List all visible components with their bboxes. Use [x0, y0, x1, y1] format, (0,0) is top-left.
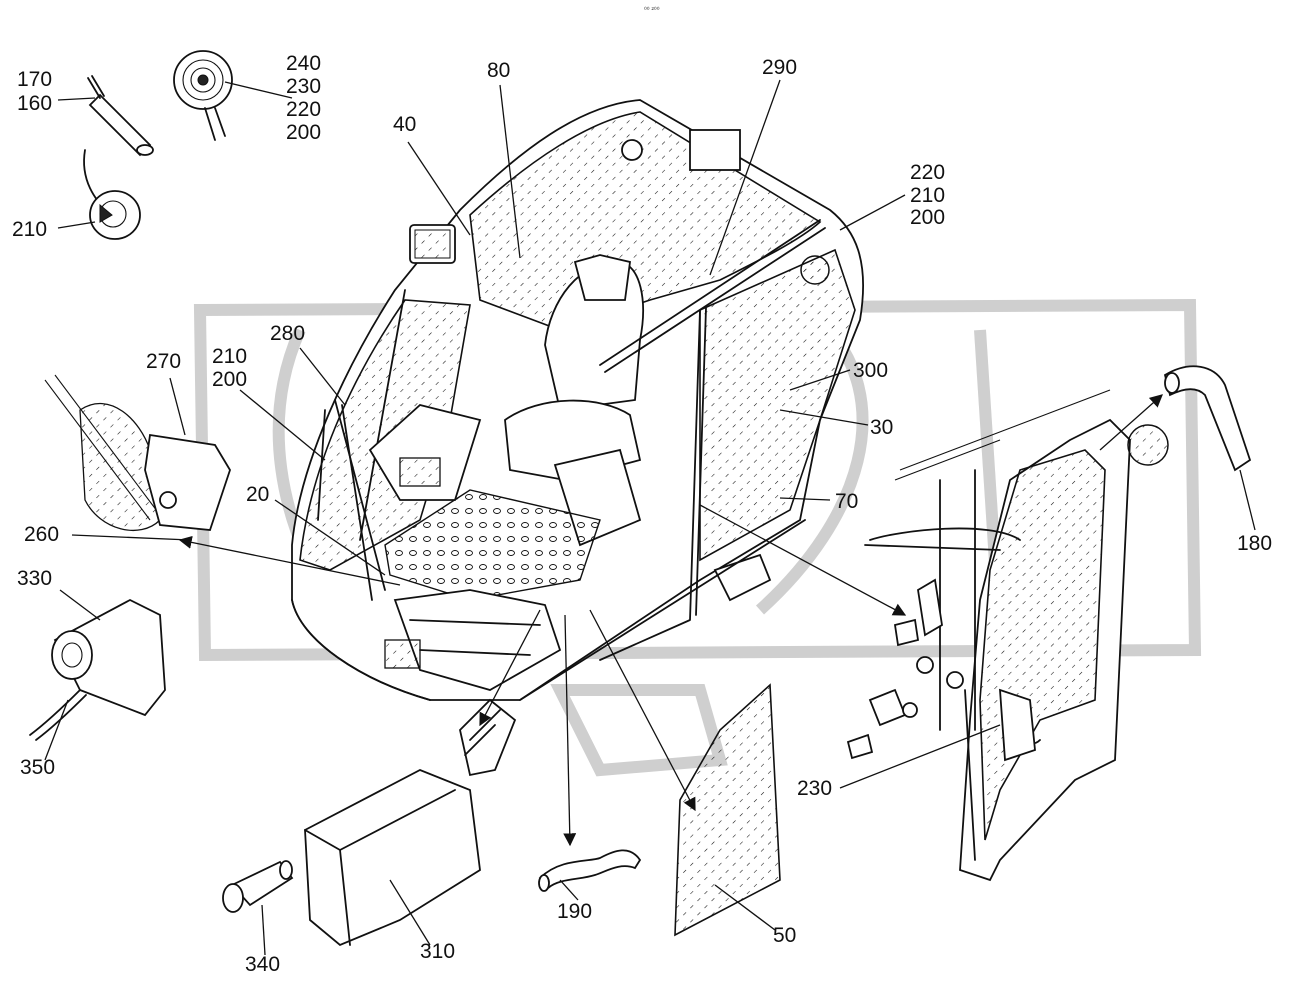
callout-30: 30: [870, 416, 893, 439]
callout-80: 80: [487, 59, 510, 82]
callout-160: 160: [17, 92, 52, 115]
callout-290: 290: [762, 56, 797, 79]
callout-210-left: 210: [12, 218, 47, 241]
callout-270: 270: [146, 350, 181, 373]
callout-260: 260: [24, 523, 59, 546]
fuse-housing: [44, 374, 231, 532]
callout-230-top: 230: [286, 75, 321, 98]
callout-70: 70: [835, 490, 858, 513]
callout-labels: 170 160 240 230 220 200 210 80 40 290 22…: [12, 52, 1272, 976]
callout-40: 40: [393, 113, 416, 136]
washer-tank: [304, 698, 517, 947]
callout-350: 350: [20, 756, 55, 779]
cab-assembly: [291, 99, 864, 701]
callout-20: 20: [246, 483, 269, 506]
callout-220-right: 220: [910, 161, 945, 184]
header-code: ⁰⁰ ²⁰⁰: [644, 6, 660, 14]
side-glass-panel: [674, 683, 781, 937]
callout-170: 170: [17, 68, 52, 91]
leader-lines: [44, 79, 1256, 956]
callout-300: 300: [853, 359, 888, 382]
callout-190: 190: [557, 900, 592, 923]
callout-50: 50: [773, 924, 796, 947]
callout-310: 310: [420, 940, 455, 963]
callout-330: 330: [17, 567, 52, 590]
callout-210-mid: 210: [212, 345, 247, 368]
callout-280: 280: [270, 322, 305, 345]
callout-200-mid: 200: [212, 368, 247, 391]
callout-210-right: 210: [910, 184, 945, 207]
hose-right: [1163, 365, 1252, 472]
washer-pump: [222, 860, 294, 913]
callout-240: 240: [286, 52, 321, 75]
door-assembly: [846, 389, 1169, 882]
callout-200-right: 200: [910, 206, 945, 229]
sealant-cartridge: [87, 75, 154, 157]
tape-roll-left: [83, 149, 141, 240]
callout-340: 340: [245, 953, 280, 976]
tape-roll-top: [173, 50, 233, 141]
callout-220-top: 220: [286, 98, 321, 121]
lamp-housing: [29, 598, 166, 741]
callout-180: 180: [1237, 532, 1272, 555]
callout-230-bottom: 230: [797, 777, 832, 800]
hose-bottom: [538, 849, 642, 892]
callout-200-top: 200: [286, 121, 321, 144]
